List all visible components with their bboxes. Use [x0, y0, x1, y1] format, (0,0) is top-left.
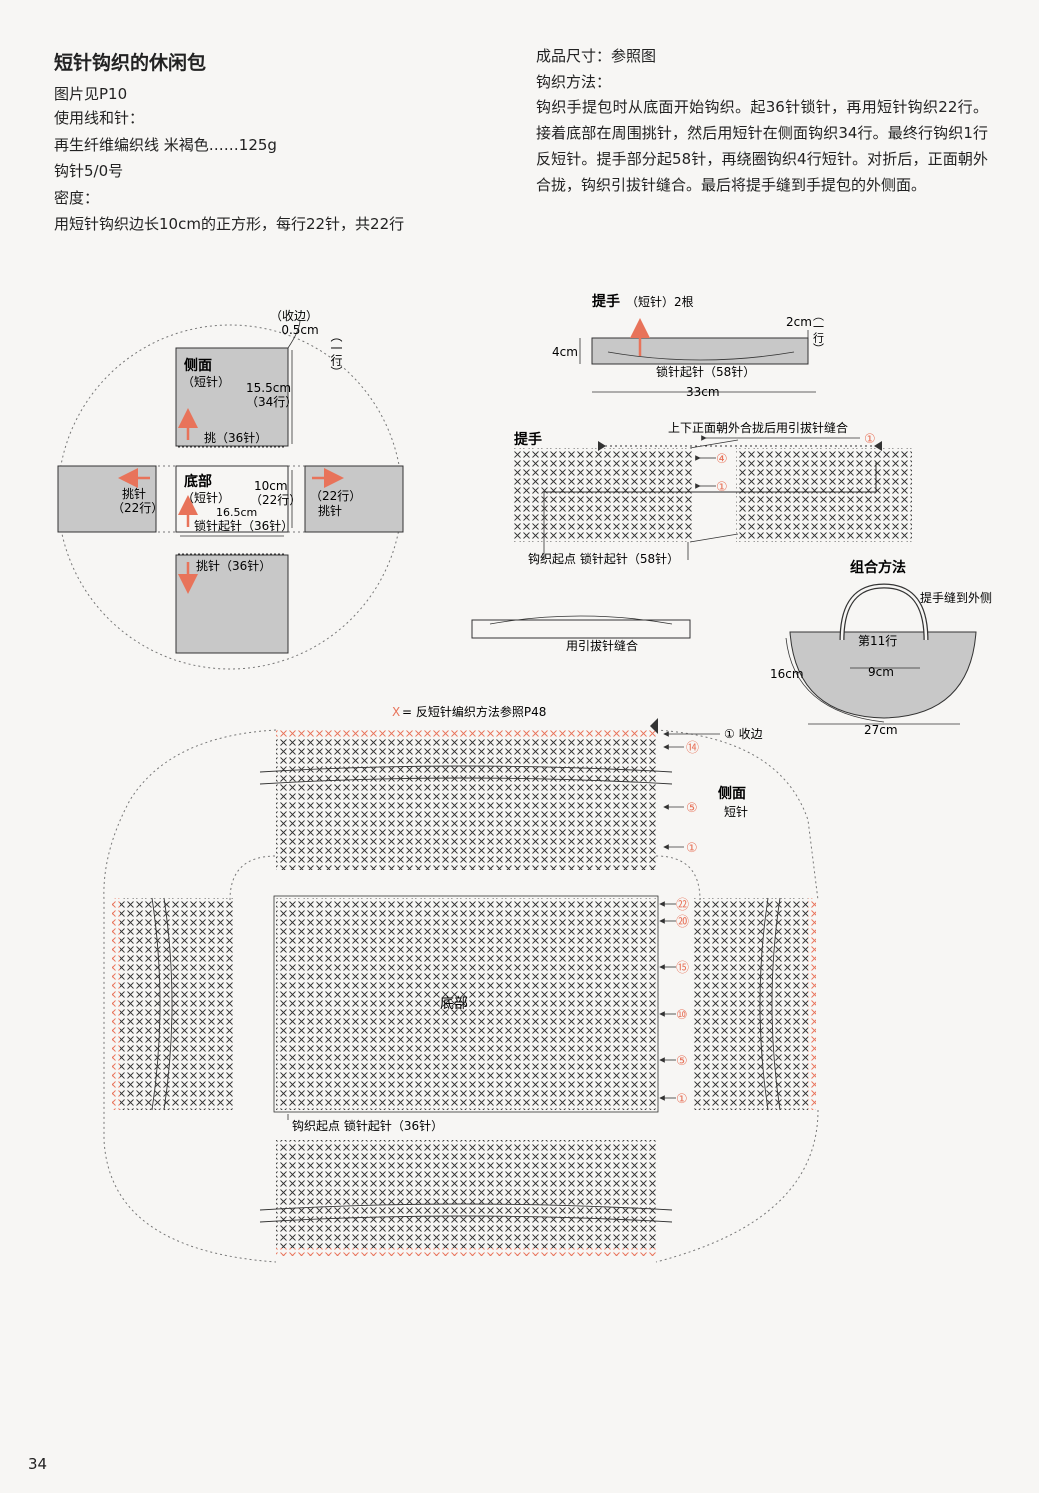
bag-schematic [57, 319, 404, 670]
assembly-27cm: 27cm [864, 723, 898, 737]
assembly-sew: 提手缝到外侧 [920, 590, 992, 605]
base-row-20: ⑳ [676, 915, 689, 930]
handle-height: 4cm [552, 345, 578, 359]
row-one-label: （一行） [329, 330, 343, 378]
assembly-title: 组合方法 [850, 559, 906, 576]
handle-row-one: （一行） [812, 310, 825, 354]
assembly-16cm: 16cm [770, 667, 804, 681]
page-title: 短针钩织的休闲包 [54, 52, 207, 74]
method-heading: 钩织方法： [536, 73, 612, 91]
rows-left: （22行） [112, 501, 163, 515]
assembly-row11: 第11行 [858, 634, 897, 648]
handle-strip [579, 318, 816, 393]
handle-title: 提手 [592, 293, 620, 310]
picture-ref: 图片见P10 [54, 85, 128, 103]
rows-right: （22行） [310, 489, 361, 503]
legend-symbol: X [392, 705, 400, 719]
main-finish: ① 收边 [724, 727, 763, 741]
size-info: 成品尺寸：参照图 [536, 47, 657, 65]
handle-join-note: 上下正面朝外合拢后用引拔针缝合 [668, 420, 848, 435]
page-number: 34 [28, 1455, 48, 1473]
base-row-5: ⑤ [676, 1054, 688, 1069]
base-row-10: ⑩ [676, 1008, 688, 1023]
handle-chart-title: 提手 [514, 431, 542, 448]
base-row-15: ⑮ [676, 961, 689, 976]
handle-sew-note: 用引拔针缝合 [566, 638, 638, 653]
gauge-heading: 密度： [54, 189, 100, 207]
side-row-14: ⑭ [686, 741, 699, 756]
finish-label: （收边） [270, 309, 318, 323]
handle-start: 钩织起点 锁针起针（58针） [528, 551, 679, 566]
base-height: 10cm [254, 479, 288, 493]
handle-chain: 锁针起针（58针） [656, 364, 755, 379]
base-width: 16.5cm [216, 506, 257, 519]
handle-row-4: ④ [716, 452, 728, 467]
handle-length: 33cm [686, 385, 720, 399]
assembly-9cm: 9cm [868, 665, 894, 679]
base-row-1: ① [676, 1092, 688, 1107]
method-text: 钩织手提包时从底面开始钩织。起36针锁针，再用短针钩织22行。接着底部在周围挑针… [536, 98, 988, 194]
side-sc: （短针） [182, 374, 230, 389]
side-row-5: ⑤ [686, 801, 698, 816]
base-chain: 锁针起针（36针） [194, 518, 293, 533]
pick-36-bottom: 挑针（36针） [196, 558, 271, 573]
pick-right: 挑针 [318, 503, 342, 518]
base-rows: （22行） [250, 493, 301, 507]
handle-sub: （短针）2根 [626, 294, 694, 309]
main-side-title: 侧面 [718, 785, 746, 802]
base-title: 底部 [184, 473, 212, 490]
hook-info: 钩针5/0号 [54, 162, 124, 180]
side-row-1: ① [686, 841, 698, 856]
side-rows: （34行） [246, 395, 297, 409]
base-row-22: ㉒ [676, 898, 689, 913]
handle-row-1: ① [716, 480, 728, 495]
yarn-info: 再生纤维编织线 米褐色……125g [54, 136, 277, 154]
handle-width: 2cm [786, 315, 812, 329]
side-title: 侧面 [184, 357, 212, 374]
legend-text: = 反短针编织方法参照P48 [402, 704, 546, 719]
main-start: 钩织起点 锁针起针（36针） [292, 1118, 443, 1133]
base-sc: （短针） [182, 490, 230, 505]
main-base-title: 底部 [440, 996, 468, 1012]
pick-left: 挑针 [122, 486, 146, 501]
side-height: 15.5cm [246, 381, 291, 395]
handle-sewn-sketch [471, 615, 691, 639]
pick-36-top: 挑（36针） [204, 430, 267, 445]
main-chart [103, 718, 819, 1263]
handle-chart [512, 435, 912, 560]
handle-row-1-top: ① [864, 432, 876, 447]
materials-heading: 使用线和针： [54, 109, 145, 127]
assembly-bag [785, 583, 977, 725]
gauge-info: 用短针钩织边长10cm的正方形，每行22针，共22行 [54, 215, 405, 233]
main-side-sub: 短针 [724, 804, 748, 819]
finish-size: 0.5cm [281, 323, 318, 337]
